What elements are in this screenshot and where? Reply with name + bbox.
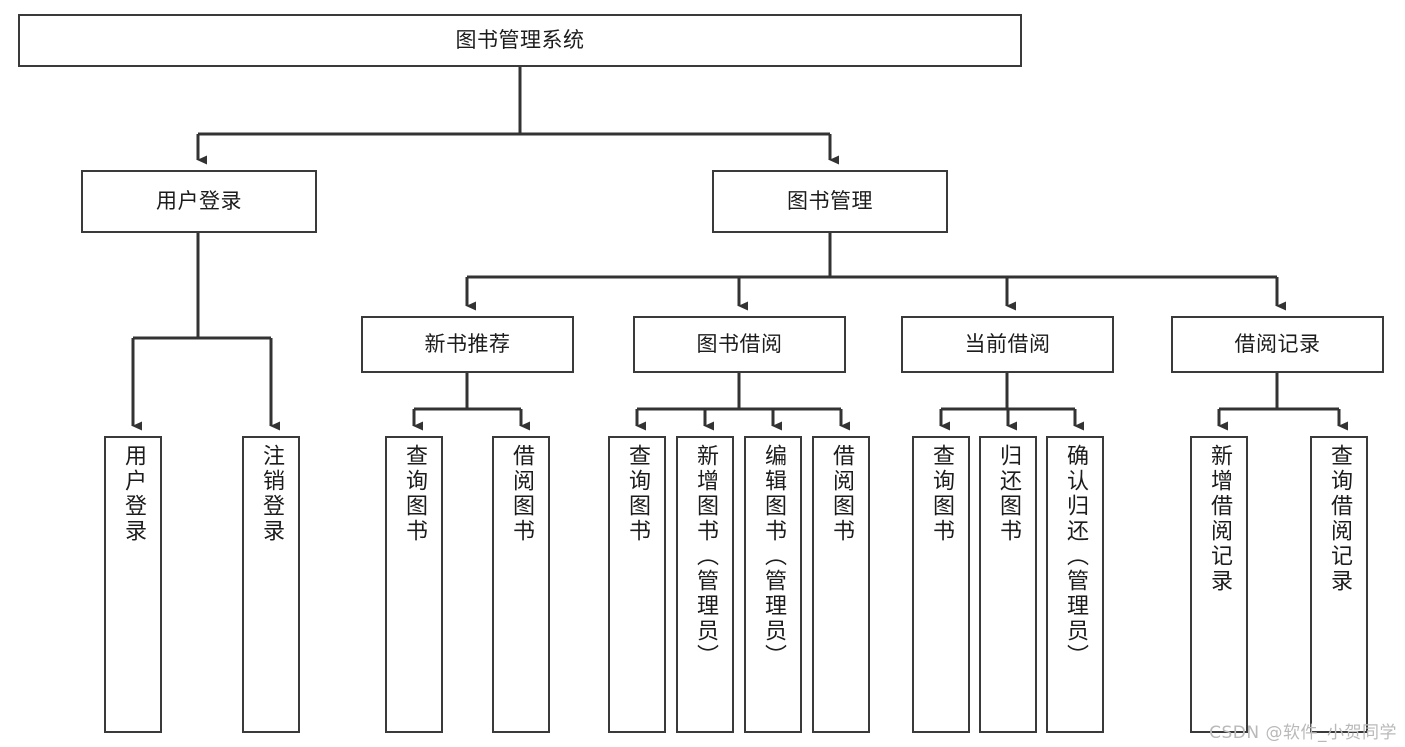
node-leaf-borrow-book-1-label: 借阅图书 [509,444,534,544]
node-leaf-user-login-label: 用户登录 [121,444,146,544]
node-new-book-rec[interactable]: 新书推荐 [361,316,574,373]
node-leaf-query-book-1-label: 查询图书 [402,444,427,544]
node-leaf-logout[interactable]: 注销登录 [242,436,300,733]
node-leaf-borrow-book-1[interactable]: 借阅图书 [492,436,550,733]
node-leaf-borrow-book-2[interactable]: 借阅图书 [812,436,870,733]
node-leaf-user-login[interactable]: 用户登录 [104,436,162,733]
node-user-login[interactable]: 用户登录 [81,170,317,233]
node-leaf-edit-book-label: 编辑图书（管理员） [761,444,786,669]
node-leaf-query-book-3-label: 查询图书 [929,444,954,544]
node-leaf-add-record[interactable]: 新增借阅记录 [1190,436,1248,733]
node-book-manage[interactable]: 图书管理 [712,170,948,233]
node-leaf-add-book[interactable]: 新增图书（管理员） [676,436,734,733]
node-leaf-query-book-2-label: 查询图书 [625,444,650,544]
node-leaf-add-book-label: 新增图书（管理员） [693,444,718,669]
node-leaf-return-book-label: 归还图书 [996,444,1021,544]
node-user-login-label: 用户登录 [156,189,242,214]
node-leaf-add-record-label: 新增借阅记录 [1207,444,1232,594]
node-leaf-query-book-3[interactable]: 查询图书 [912,436,970,733]
node-new-book-rec-label: 新书推荐 [424,332,511,357]
node-leaf-logout-label: 注销登录 [259,444,284,544]
node-leaf-confirm-return[interactable]: 确认归还（管理员） [1046,436,1104,733]
node-leaf-query-record[interactable]: 查询借阅记录 [1310,436,1368,733]
node-leaf-borrow-book-2-label: 借阅图书 [829,444,854,544]
node-borrow-record[interactable]: 借阅记录 [1171,316,1384,373]
node-current-borrow-label: 当前借阅 [964,332,1051,357]
node-leaf-query-book-1[interactable]: 查询图书 [385,436,443,733]
node-current-borrow[interactable]: 当前借阅 [901,316,1114,373]
node-borrow-record-label: 借阅记录 [1234,332,1321,357]
node-leaf-query-record-label: 查询借阅记录 [1327,444,1352,594]
node-book-borrow-label: 图书借阅 [696,332,783,357]
node-leaf-query-book-2[interactable]: 查询图书 [608,436,666,733]
node-leaf-confirm-return-label: 确认归还（管理员） [1063,444,1088,669]
node-book-borrow[interactable]: 图书借阅 [633,316,846,373]
node-book-manage-label: 图书管理 [787,189,873,214]
node-leaf-return-book[interactable]: 归还图书 [979,436,1037,733]
node-root[interactable]: 图书管理系统 [18,14,1022,67]
node-leaf-edit-book[interactable]: 编辑图书（管理员） [744,436,802,733]
node-root-label: 图书管理系统 [455,28,585,53]
